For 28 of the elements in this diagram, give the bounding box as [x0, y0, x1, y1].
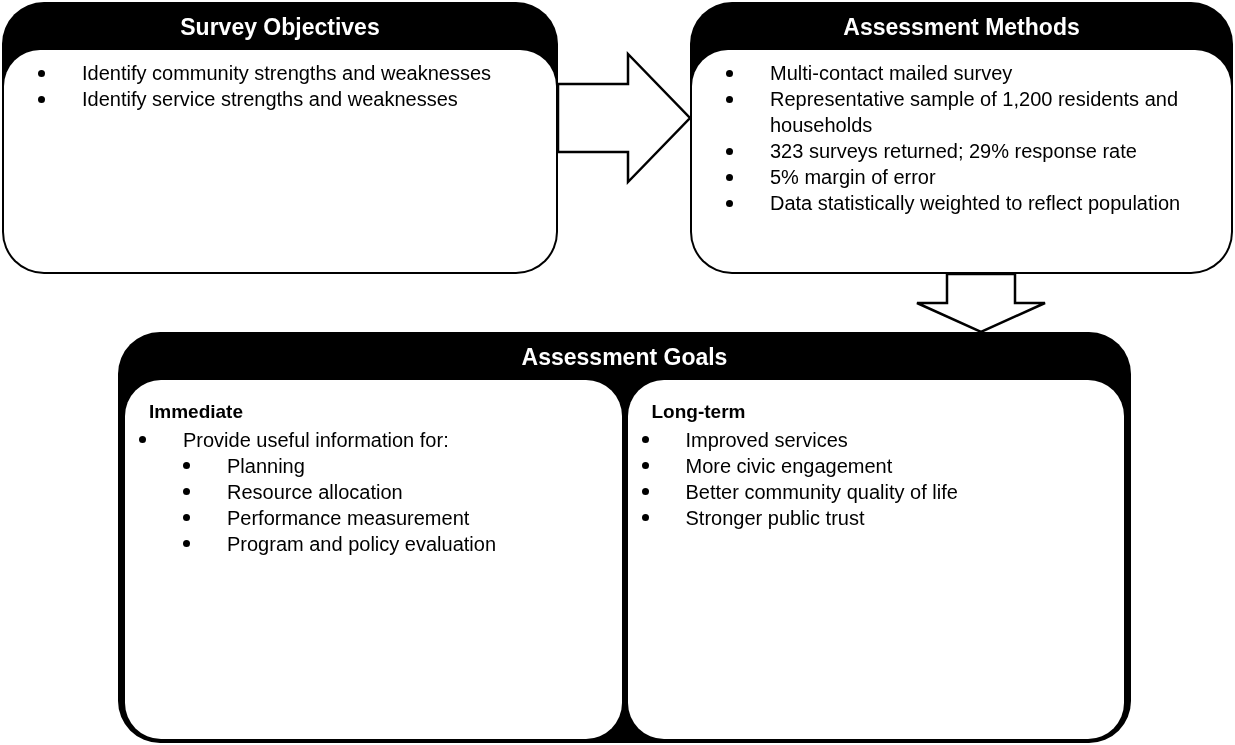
bullet-item: Data statistically weighted to reflect population	[770, 191, 1181, 216]
panel-heading: Assessment Methods	[843, 12, 1080, 42]
bullet-item: Identify community strengths and weaknesses	[82, 61, 492, 86]
bullet-item: 323 surveys returned; 29% response rate	[770, 139, 1137, 164]
bullet-item: Multi-contact mailed survey	[770, 61, 1013, 86]
bullet-item: Stronger public trust	[685, 505, 865, 531]
bullet-item: Better community quality of life	[685, 479, 958, 505]
block-arrow	[915, 272, 1047, 334]
bullet-item: Resource allocation	[227, 479, 403, 505]
bullet-item: Representative sample of 1,200 residents and households	[770, 87, 1180, 138]
sub-heading: Immediate	[149, 401, 243, 422]
panel	[690, 2, 1233, 274]
block-arrow	[556, 50, 692, 186]
panel-heading: Assessment Goals	[521, 342, 728, 372]
bullet-item: More civic engagement	[685, 453, 893, 479]
panel	[2, 2, 558, 274]
sub-panel	[125, 380, 622, 739]
bullet-item: Provide useful information for:	[183, 427, 449, 453]
sub-heading: Long-term	[651, 401, 746, 422]
bullet-item: Identify service strengths and weaknesses	[82, 87, 458, 112]
bullet-item: Performance measurement	[227, 505, 470, 531]
panel	[118, 332, 1131, 743]
bullet-item: Improved services	[685, 427, 848, 453]
bullet-item: Planning	[227, 453, 305, 479]
panel-heading: Survey Objectives	[180, 12, 380, 42]
sub-panel	[627, 380, 1124, 739]
bullet-item: 5% margin of error	[770, 165, 936, 190]
bullet-item: Program and policy evaluation	[227, 531, 497, 557]
